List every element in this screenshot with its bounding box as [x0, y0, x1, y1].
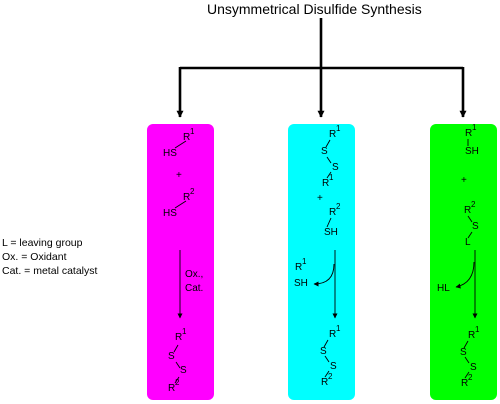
mid-prod-r2-r: R — [321, 377, 329, 388]
mid-byproduct-r1-index: 1 — [302, 257, 307, 266]
mid-byproduct-r1-r: R — [295, 262, 303, 273]
left-hs-top: HS — [163, 148, 177, 159]
mid-r1-index: 1 — [336, 124, 341, 133]
right-plus: + — [461, 175, 467, 186]
left-prod-r2-r: R — [168, 383, 176, 394]
mid-prod-r1-r: R — [329, 329, 337, 340]
mid-r2-r: R — [329, 207, 337, 218]
tree-connector — [176, 18, 467, 118]
mid-s2: S — [332, 162, 339, 173]
left-r2-index: 2 — [190, 187, 195, 196]
mid-prod-s1: S — [320, 346, 327, 357]
right-leaving-group: L — [465, 237, 471, 248]
left-prod-r1-r: R — [175, 332, 183, 343]
right-r1-r: R — [465, 128, 473, 139]
diagram-title: Unsymmetrical Disulfide Synthesis — [207, 1, 422, 17]
left-plus: + — [176, 170, 182, 181]
right-r2-index: 2 — [471, 200, 476, 209]
left-r1-index: 1 — [190, 127, 195, 136]
panel-left — [147, 124, 214, 400]
left-prod-r2-index: 2 — [175, 378, 180, 387]
chem-bonds — [173, 139, 478, 384]
left-prod-r1-index: 1 — [182, 327, 187, 336]
left-prod-s2: S — [180, 365, 187, 376]
mid-prod-s2: S — [330, 361, 337, 372]
mid-plus: + — [317, 193, 323, 204]
mid-s1: S — [321, 146, 328, 157]
panel-middle — [288, 124, 355, 400]
panel-right — [430, 124, 497, 400]
mid-r2-index: 2 — [336, 202, 341, 211]
left-oxidant-label: Ox., — [185, 269, 204, 280]
mid-r1b-index: 1 — [329, 173, 334, 182]
right-r1-index: 1 — [472, 123, 477, 132]
right-prod-r2-r: R — [461, 378, 469, 389]
right-prod-r2-index: 2 — [468, 373, 473, 382]
mid-sh: SH — [324, 227, 338, 238]
left-catalyst-label: Cat. — [185, 283, 204, 294]
mid-prod-r1-index: 1 — [336, 324, 341, 333]
right-prod-r1-index: 1 — [475, 325, 480, 334]
legend-metal-catalyst: Cat. = metal catalyst — [2, 265, 98, 277]
legend-oxidant: Ox. = Oxidant — [2, 251, 67, 263]
right-prod-s1: S — [460, 347, 467, 358]
right-r2-r: R — [464, 205, 472, 216]
right-hl: HL — [437, 283, 450, 294]
mid-prod-r2-index: 2 — [328, 372, 333, 381]
left-r1-r: R — [183, 132, 191, 143]
mid-r1-r: R — [329, 129, 337, 140]
right-prod-r1-r: R — [468, 330, 476, 341]
legend-leaving-group: L = leaving group — [2, 237, 83, 249]
left-r2-r: R — [183, 192, 191, 203]
left-hs-bottom: HS — [163, 208, 177, 219]
right-sh: SH — [465, 146, 479, 157]
right-s: S — [472, 221, 479, 232]
mid-byproduct-sh: SH — [294, 278, 308, 289]
left-prod-s1: S — [168, 351, 175, 362]
right-prod-s2: S — [470, 362, 477, 373]
mid-r1b-r: R — [322, 178, 330, 189]
